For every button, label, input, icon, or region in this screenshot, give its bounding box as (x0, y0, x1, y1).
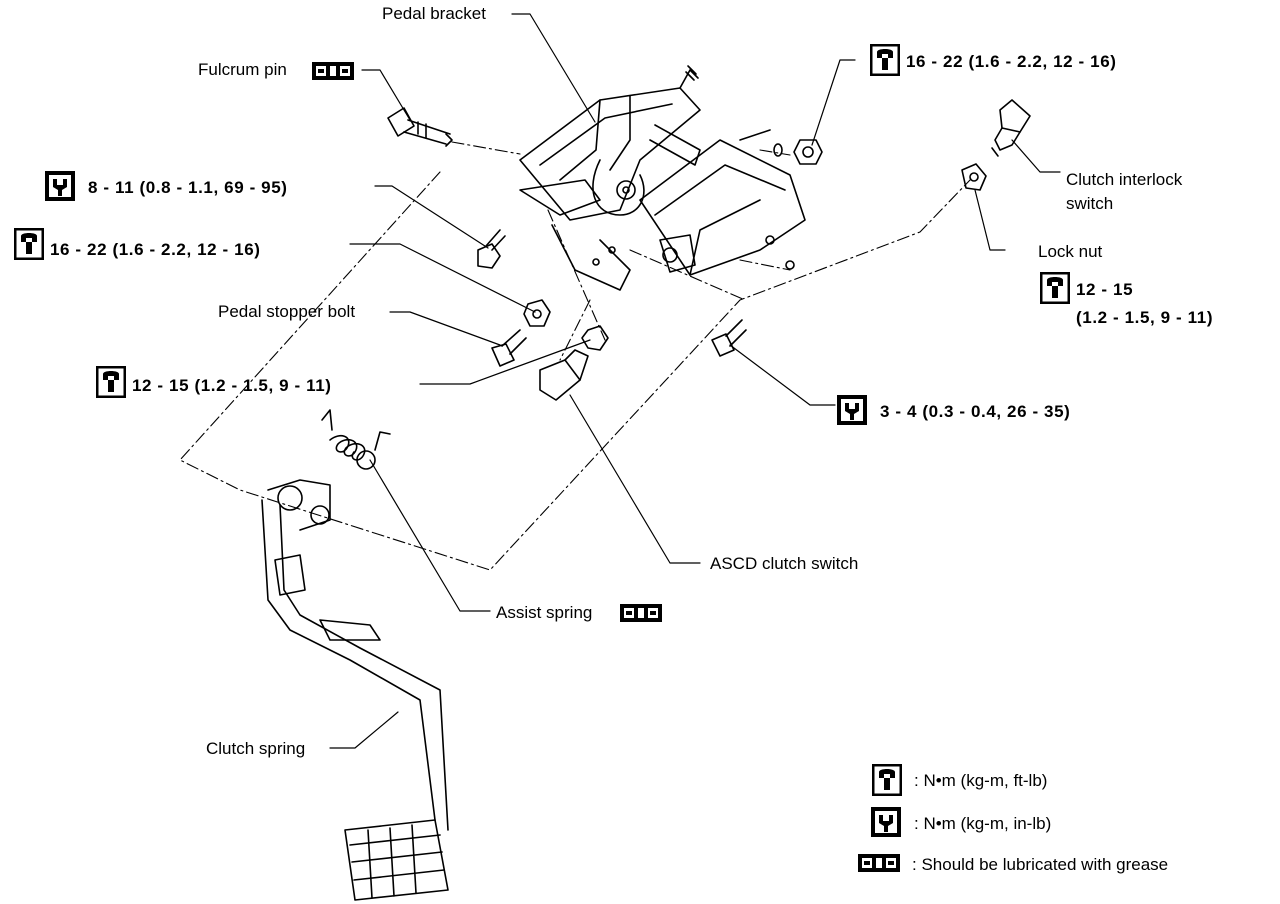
label-ascd-clutch-switch: ASCD clutch switch (710, 554, 859, 573)
torque-wrench-ftlb-icon (13, 227, 45, 265)
torque-wrench-ftlb-icon (95, 365, 127, 403)
leader-lines (329, 13, 1061, 749)
label-assist-spring: Assist spring (496, 603, 593, 622)
label-pedal-stopper-bolt: Pedal stopper bolt (218, 302, 356, 321)
grease-icon (620, 604, 662, 627)
torque-wrench-inlb-icon (44, 170, 76, 207)
legend-torque-inlb: : N•m (kg-m, in-lb) (914, 814, 1052, 833)
label-pedal-bracket: Pedal bracket (382, 4, 486, 23)
pedal-bracket-drawing (519, 65, 806, 291)
clutch-interlock-switch-drawing (991, 99, 1031, 157)
label-clutch-interlock-switch-2: switch (1066, 194, 1114, 213)
torque-wrench-ftlb-icon (1039, 271, 1071, 309)
clutch-pedal-drawing (261, 479, 449, 901)
torque-bracket-bolt: 8 - 11 (0.8 - 1.1, 69 - 95) (88, 178, 288, 197)
torque-wrench-inlb-icon (836, 394, 868, 431)
ascd-clutch-switch-drawing (539, 349, 589, 401)
torque-switch-bolt: 3 - 4 (0.3 - 0.4, 26 - 35) (880, 402, 1071, 421)
torque-lock-nut-1: 12 - 15 (1076, 280, 1134, 299)
fasteners-drawing (477, 139, 987, 367)
legend-grease: : Should be lubricated with grease (912, 855, 1169, 874)
fulcrum-pin-drawing (387, 107, 453, 147)
label-lock-nut: Lock nut (1038, 242, 1103, 261)
label-fulcrum-pin: Fulcrum pin (198, 60, 287, 79)
assist-spring-drawing (321, 409, 391, 470)
label-clutch-spring: Clutch spring (206, 739, 306, 758)
torque-bracket-nut: 16 - 22 (1.6 - 2.2, 12 - 16) (50, 240, 261, 259)
grease-icon (858, 854, 900, 877)
legend-torque-ftlb: : N•m (kg-m, ft-lb) (914, 771, 1048, 790)
torque-wrench-ftlb-icon (869, 43, 901, 81)
assembly-axes (179, 141, 971, 571)
grease-icon (312, 62, 354, 85)
torque-nut-top: 16 - 22 (1.6 - 2.2, 12 - 16) (906, 52, 1117, 71)
torque-wrench-inlb-icon (870, 806, 902, 843)
torque-lock-nut-2: (1.2 - 1.5, 9 - 11) (1076, 308, 1214, 327)
torque-wrench-ftlb-icon (871, 763, 903, 801)
torque-stopper-nut: 12 - 15 (1.2 - 1.5, 9 - 11) (132, 376, 332, 395)
label-clutch-interlock-switch-1: Clutch interlock (1066, 170, 1183, 189)
